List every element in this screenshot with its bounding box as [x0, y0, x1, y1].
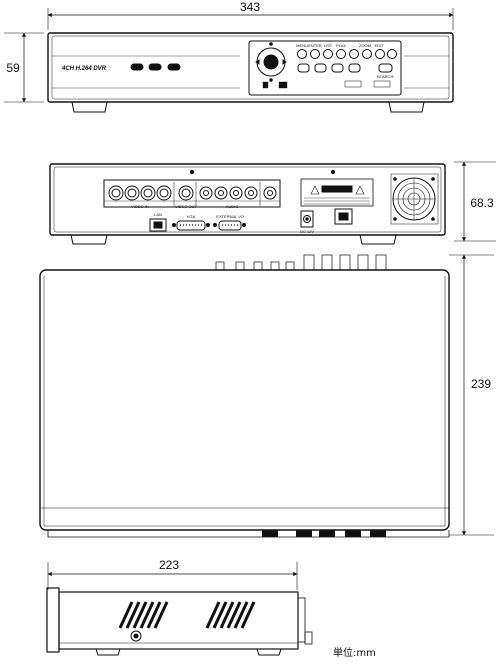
rear-height-value: 68.3: [470, 196, 494, 210]
enter-button: [310, 49, 320, 59]
lan-label: LAN: [154, 212, 162, 217]
channel-button: [297, 63, 310, 73]
dc-jack: [300, 210, 314, 228]
lan-port: [149, 218, 167, 232]
zoom-button: [349, 49, 359, 59]
front-width-value: 343: [240, 0, 260, 14]
edit-button: [375, 49, 385, 59]
channel-button: [314, 63, 327, 73]
menu-button: [297, 49, 307, 59]
led-indicator: [167, 63, 181, 71]
rca-connector: [199, 186, 213, 200]
search-button: [378, 63, 393, 73]
play-button: [336, 49, 346, 59]
external-io-port: [218, 220, 242, 231]
external-io-label: EXTERNAL I/O: [216, 214, 243, 219]
channel-button: [348, 63, 361, 73]
unit-label: 単位:mm: [333, 648, 376, 659]
side-view: [46, 562, 313, 656]
vga-label: VGA: [187, 214, 196, 219]
top-depth-value: 239: [471, 377, 491, 391]
button-label-list: LIST: [324, 43, 333, 48]
bnc-connector: [124, 185, 140, 201]
channel-button: [331, 63, 344, 73]
rear-view: [49, 161, 496, 245]
bnc-connector: [140, 185, 156, 201]
front-view: [4, 8, 454, 113]
front-height-value: 59: [6, 61, 20, 75]
rca-connector: [263, 186, 277, 200]
led-indicator: [148, 63, 162, 71]
vga-port: [176, 220, 206, 231]
screw: [130, 630, 142, 642]
audio-label: AUDIO: [226, 204, 239, 209]
rca-connector: [244, 186, 258, 200]
list-button: [323, 49, 333, 59]
rec-button: [362, 49, 372, 59]
video-out-label: VIDEO OUT: [175, 204, 198, 209]
side-depth-value: 223: [159, 558, 179, 572]
button-label-zoom: ZOOM: [359, 43, 371, 48]
side-vent: [118, 601, 169, 629]
power-switch: [334, 208, 353, 225]
button-label-play: PLAY: [336, 43, 346, 48]
video-in-label: VIDEO IN: [131, 204, 149, 209]
bnc-connector: [108, 185, 124, 201]
power-button: [387, 49, 397, 59]
button-label-menu: MENU: [296, 43, 308, 48]
bnc-connector: [178, 185, 194, 201]
rca-connector: [229, 186, 243, 200]
power-label: DC 12V: [300, 229, 314, 234]
button-label-enter: ENTER: [308, 43, 322, 48]
model-label: 4CH H.264 DVR: [61, 66, 107, 72]
top-view: [39, 254, 494, 538]
led-indicator: [130, 63, 144, 71]
side-vent: [205, 601, 256, 629]
search-label: SEARCH: [377, 74, 394, 79]
bnc-connector: [156, 185, 172, 201]
control-panel: [248, 40, 402, 96]
warning-label: [300, 178, 374, 207]
rca-connector: [214, 186, 228, 200]
button-label-edit: EDIT: [374, 43, 384, 48]
